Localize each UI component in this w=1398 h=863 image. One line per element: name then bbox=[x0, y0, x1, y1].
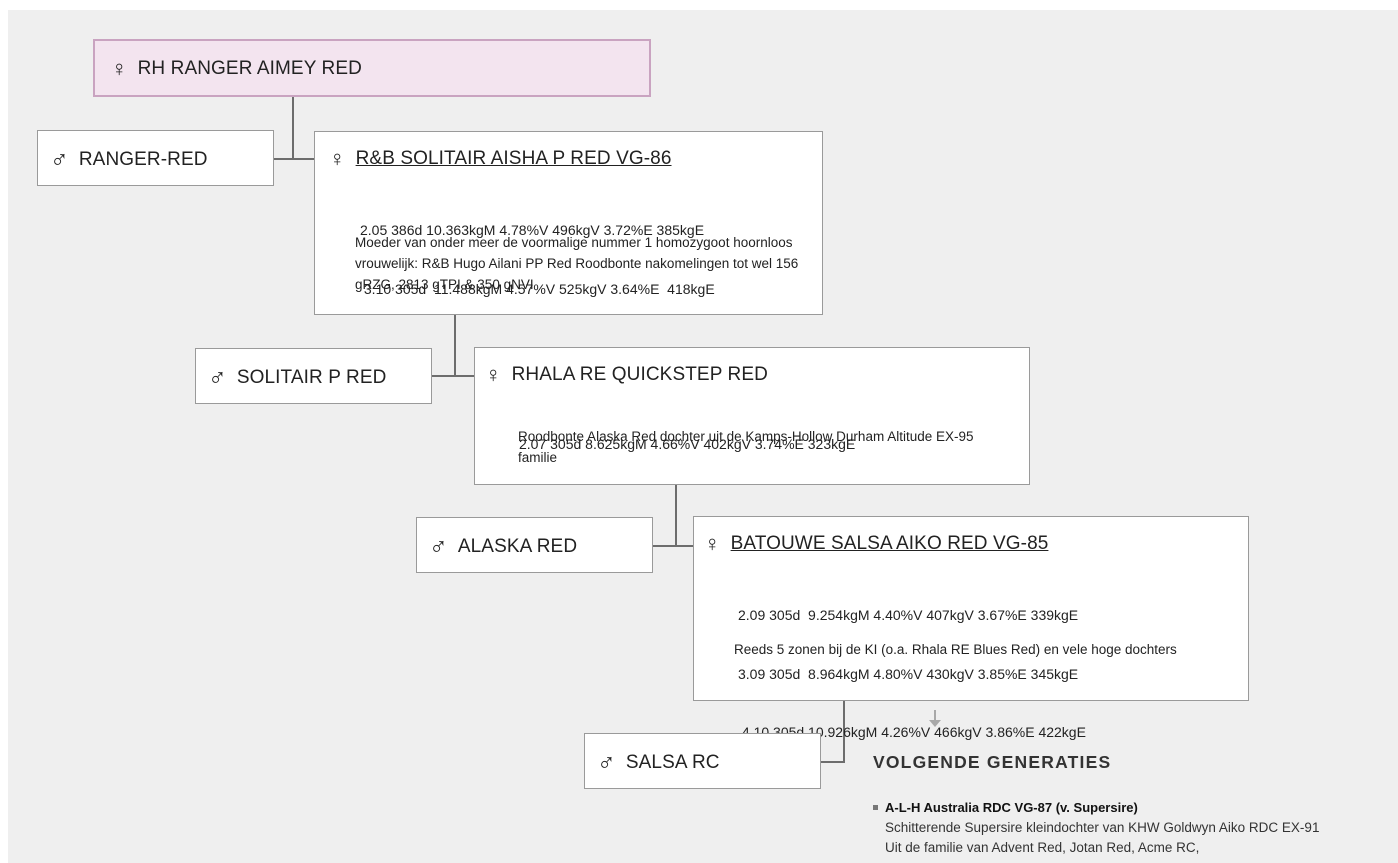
next-generation-title: A-L-H Australia RDC VG-87 (v. Supersire) bbox=[885, 800, 1138, 815]
sire-name: RANGER-RED bbox=[78, 148, 208, 170]
dam-description: Reeds 5 zonen bij de KI (o.a. Rhala RE B… bbox=[734, 642, 1177, 657]
dam-name: RHALA RE QUICKSTEP RED bbox=[511, 364, 768, 385]
female-icon: ♀ bbox=[111, 56, 128, 81]
female-icon: ♀ bbox=[329, 146, 346, 171]
male-icon: ♂ bbox=[597, 748, 616, 776]
sire-card[interactable]: ♂ RANGER-RED bbox=[37, 130, 274, 186]
bullet-icon bbox=[873, 805, 878, 810]
sire-card[interactable]: ♂ SALSA RC bbox=[584, 733, 821, 789]
connector-line bbox=[652, 545, 694, 547]
female-icon: ♀ bbox=[704, 531, 721, 556]
female-icon: ♀ bbox=[485, 362, 502, 387]
connector-line bbox=[431, 375, 475, 377]
top-animal-name: RH RANGER AIMEY RED bbox=[137, 58, 362, 79]
sire-name: ALASKA RED bbox=[457, 535, 578, 557]
connector-line bbox=[273, 158, 315, 160]
male-icon: ♂ bbox=[50, 145, 69, 173]
dam-card[interactable]: ♀ BATOUWE SALSA AIKO RED VG-85 2.09 305d… bbox=[693, 516, 1249, 740]
dam-card[interactable]: ♀ RHALA RE QUICKSTEP RED 2.07 305d 8.625… bbox=[474, 347, 1030, 485]
connector-line bbox=[820, 761, 845, 763]
lactation-record: 2.05 386d 10.363kgM 4.78%V 496kgV 3.72%E… bbox=[360, 222, 705, 238]
lactation-record: 2.09 305d 9.254kgM 4.40%V 407kgV 3.67%E … bbox=[738, 607, 1079, 623]
lactation-record: 2.07 305d 8.625kgM 4.66%V 402kgV 3.74%E … bbox=[519, 436, 856, 452]
lactation-record: 3.09 305d 8.964kgM 4.80%V 430kgV 3.85%E … bbox=[738, 665, 1079, 682]
connector-line bbox=[292, 96, 294, 160]
sire-name: SALSA RC bbox=[625, 751, 720, 773]
male-icon: ♂ bbox=[208, 363, 227, 391]
sire-name: SOLITAIR P RED bbox=[236, 366, 387, 388]
dam-description: Moeder van onder meer de voormalige numm… bbox=[355, 235, 799, 292]
male-icon: ♂ bbox=[429, 532, 448, 560]
top-animal-card[interactable]: ♀ RH RANGER AIMEY RED bbox=[93, 39, 651, 97]
connector-line bbox=[454, 314, 456, 377]
next-generation-description: Schitterende Supersire kleindochter van … bbox=[885, 820, 1320, 855]
connector-line bbox=[675, 484, 677, 547]
connector-line bbox=[843, 700, 845, 763]
next-generations-heading: VOLGENDE GENERATIES bbox=[873, 752, 1112, 772]
sire-card[interactable]: ♂ ALASKA RED bbox=[416, 517, 653, 573]
dam-name-link[interactable]: R&B SOLITAIR AISHA P RED VG-86 bbox=[355, 148, 672, 169]
dam-name-link[interactable]: BATOUWE SALSA AIKO RED VG-85 bbox=[730, 533, 1049, 554]
arrow-down-icon bbox=[929, 710, 941, 728]
dam-card[interactable]: ♀ R&B SOLITAIR AISHA P RED VG-86 2.05 38… bbox=[314, 131, 823, 315]
lactation-record: 3.10 305d 11.488kgM 4.57%V 525kgV 3.64%E… bbox=[360, 280, 715, 297]
next-generations-list: A-L-H Australia RDC VG-87 (v. Supersire)… bbox=[873, 800, 1323, 858]
sire-card[interactable]: ♂ SOLITAIR P RED bbox=[195, 348, 432, 404]
list-item: A-L-H Australia RDC VG-87 (v. Supersire)… bbox=[873, 800, 1323, 858]
dam-description: Roodbonte Alaska Red dochter uit de Kamp… bbox=[518, 429, 974, 465]
